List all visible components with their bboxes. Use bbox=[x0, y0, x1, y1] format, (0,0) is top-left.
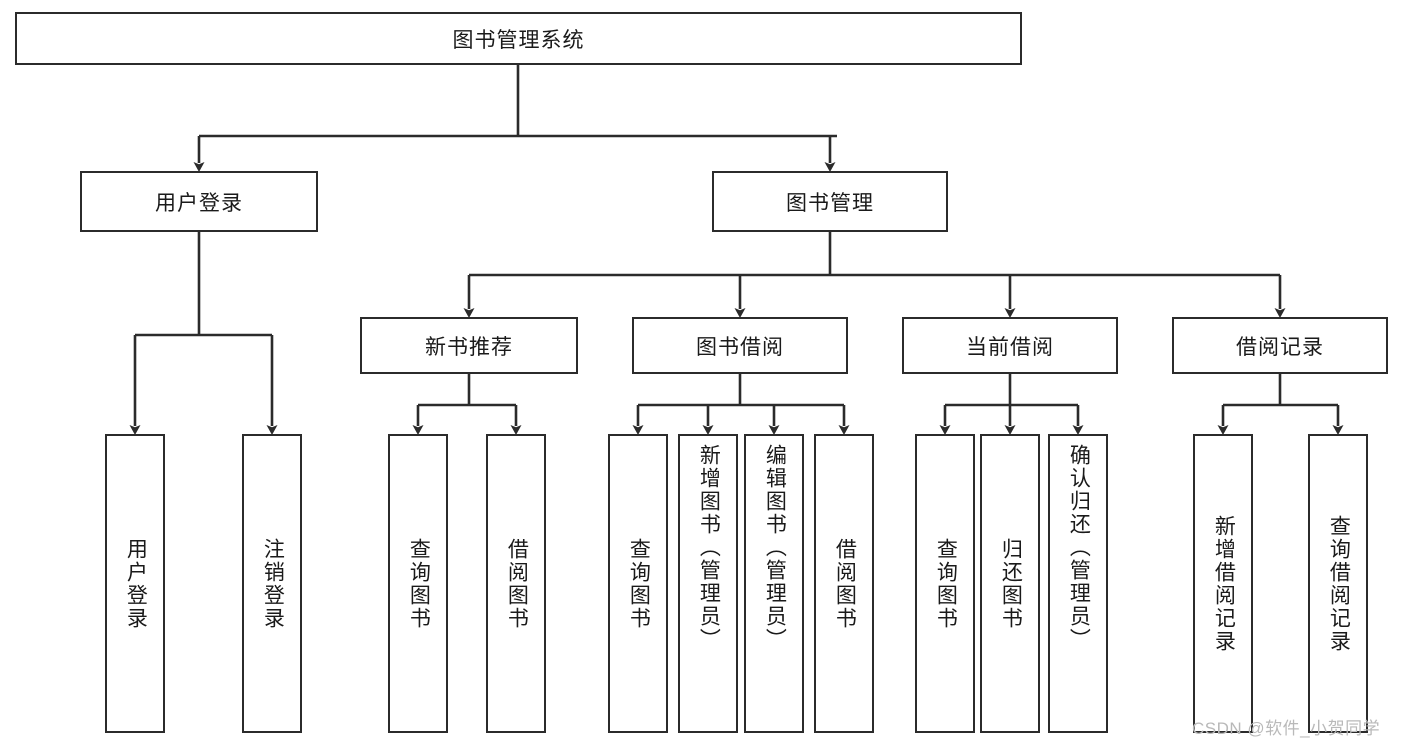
node-borrow-record[interactable]: 借阅记录 bbox=[1172, 317, 1388, 374]
node-book-manage-label: 图书管理 bbox=[786, 191, 874, 215]
node-leaf-query-book-current[interactable]: 查询图书 bbox=[915, 434, 975, 733]
node-borrow-record-label: 借阅记录 bbox=[1236, 335, 1324, 359]
node-current-borrow[interactable]: 当前借阅 bbox=[902, 317, 1118, 374]
node-current-borrow-label: 当前借阅 bbox=[966, 335, 1054, 359]
node-leaf-user-logout[interactable]: 注销登录 bbox=[242, 434, 302, 733]
node-leaf-query-book-rec-label: 查询图书 bbox=[407, 537, 431, 630]
node-book-borrow-label: 图书借阅 bbox=[696, 335, 784, 359]
node-leaf-add-book-admin-label: 新增图书（管理员） bbox=[697, 444, 721, 651]
node-leaf-return-book-label: 归还图书 bbox=[999, 537, 1023, 630]
node-leaf-borrow-book-rec[interactable]: 借阅图书 bbox=[486, 434, 546, 733]
node-leaf-edit-book-admin[interactable]: 编辑图书（管理员） bbox=[744, 434, 804, 733]
node-leaf-query-book-rec[interactable]: 查询图书 bbox=[388, 434, 448, 733]
node-leaf-query-book-borrow[interactable]: 查询图书 bbox=[608, 434, 668, 733]
node-leaf-return-book[interactable]: 归还图书 bbox=[980, 434, 1040, 733]
node-leaf-confirm-return-admin[interactable]: 确认归还（管理员） bbox=[1048, 434, 1108, 733]
node-leaf-user-login-label: 用户登录 bbox=[124, 537, 148, 630]
node-leaf-borrow-book-rec-label: 借阅图书 bbox=[505, 537, 529, 630]
node-leaf-query-borrow-record-label: 查询借阅记录 bbox=[1327, 514, 1351, 653]
node-new-book-recommend[interactable]: 新书推荐 bbox=[360, 317, 578, 374]
node-leaf-user-logout-label: 注销登录 bbox=[261, 537, 285, 630]
node-user-login[interactable]: 用户登录 bbox=[80, 171, 318, 232]
node-leaf-edit-book-admin-label: 编辑图书（管理员） bbox=[763, 444, 787, 651]
node-leaf-add-borrow-record[interactable]: 新增借阅记录 bbox=[1193, 434, 1253, 733]
node-user-login-label: 用户登录 bbox=[155, 191, 243, 215]
node-book-borrow[interactable]: 图书借阅 bbox=[632, 317, 848, 374]
node-leaf-user-login[interactable]: 用户登录 bbox=[105, 434, 165, 733]
node-leaf-add-borrow-record-label: 新增借阅记录 bbox=[1212, 514, 1236, 653]
node-leaf-borrow-book-label: 借阅图书 bbox=[833, 537, 857, 630]
csdn-watermark: CSDN @软件_小贺同学 bbox=[1192, 719, 1381, 738]
node-leaf-query-book-current-label: 查询图书 bbox=[934, 537, 958, 630]
node-root[interactable]: 图书管理系统 bbox=[15, 12, 1022, 65]
node-leaf-query-borrow-record[interactable]: 查询借阅记录 bbox=[1308, 434, 1368, 733]
node-book-manage[interactable]: 图书管理 bbox=[712, 171, 948, 232]
node-leaf-confirm-return-admin-label: 确认归还（管理员） bbox=[1067, 444, 1091, 651]
node-leaf-add-book-admin[interactable]: 新增图书（管理员） bbox=[678, 434, 738, 733]
node-leaf-query-book-borrow-label: 查询图书 bbox=[627, 537, 651, 630]
node-new-book-recommend-label: 新书推荐 bbox=[425, 335, 513, 359]
node-leaf-borrow-book[interactable]: 借阅图书 bbox=[814, 434, 874, 733]
node-root-label: 图书管理系统 bbox=[452, 28, 585, 52]
